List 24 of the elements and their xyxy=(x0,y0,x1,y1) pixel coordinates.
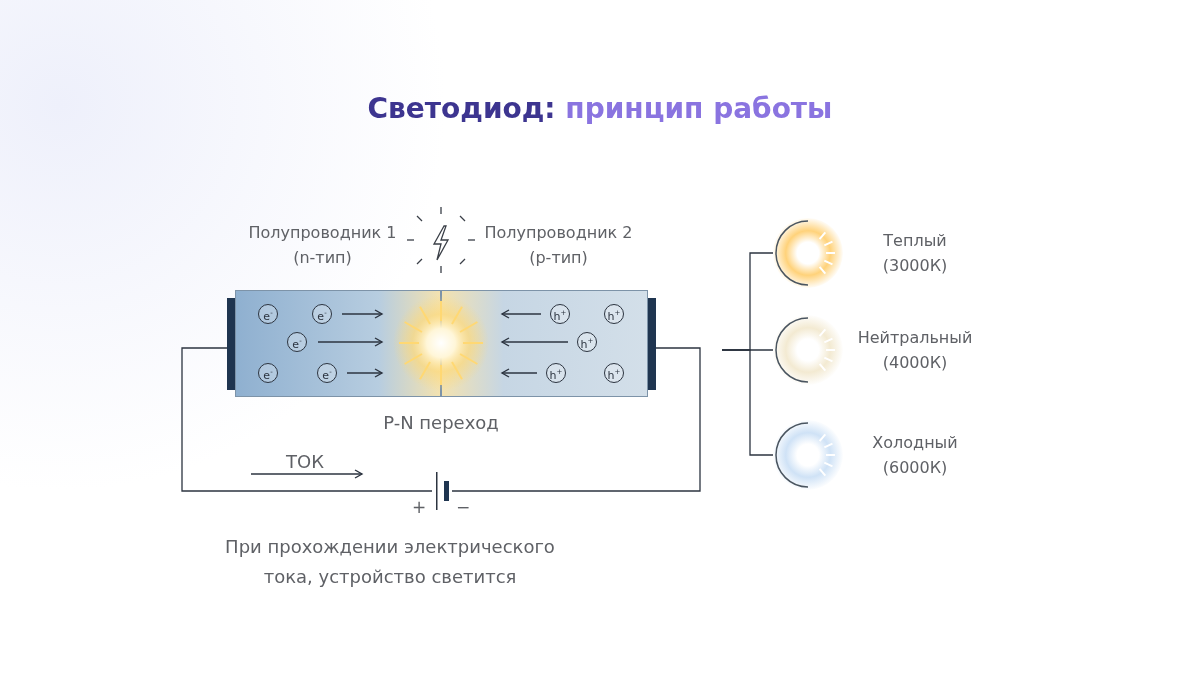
title: Светодиод: принцип работы xyxy=(366,92,834,125)
wire xyxy=(181,347,433,492)
charge-circle: e$^{-}$ xyxy=(258,363,278,383)
region-heading: Полупроводник 2 (p-тип) xyxy=(483,222,634,269)
charge-circle: h$^{+}$ xyxy=(604,363,624,383)
charge-circle: e$^{-}$ xyxy=(312,304,332,324)
current-label: ТОК xyxy=(285,450,325,474)
plus-sign: + xyxy=(412,496,427,519)
charge-circle: h$^{+}$ xyxy=(604,304,624,324)
charge-circle: h$^{+}$ xyxy=(577,332,597,352)
color-temperature-label: Теплый (3000К) xyxy=(881,230,949,277)
charge-circle: h$^{+}$ xyxy=(550,304,570,324)
color-temperature-label: Холодный (6000К) xyxy=(871,432,959,479)
wire xyxy=(451,347,701,492)
region-heading: Полупроводник 1 (n-тип) xyxy=(247,222,398,269)
charge-circle: h$^{+}$ xyxy=(546,363,566,383)
bracket-line xyxy=(721,349,774,456)
color-temperature-label: Нейтральный (4000К) xyxy=(856,327,974,374)
charge-circle: e$^{-}$ xyxy=(317,363,337,383)
junction-label: P-N переход xyxy=(382,411,500,435)
charge-circle: e$^{-}$ xyxy=(258,304,278,324)
caption: При прохождении электрического тока, устройство светится xyxy=(224,535,556,589)
minus-sign: − xyxy=(456,496,471,519)
charge-circle: e$^{-}$ xyxy=(287,332,307,352)
